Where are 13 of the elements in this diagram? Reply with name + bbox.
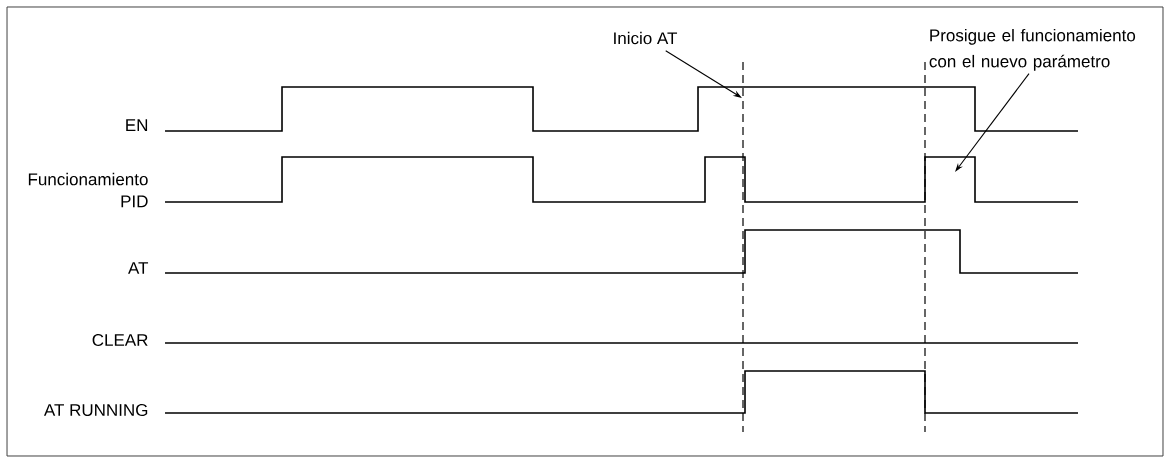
annotation-text: Inicio AT <box>614 31 678 45</box>
leader-line <box>955 73 1030 172</box>
signal-label: Funcionamiento PID <box>28 172 148 208</box>
signal-label: EN <box>126 119 148 131</box>
waveform <box>164 156 1079 203</box>
signal-label: AT RUNNING <box>43 403 148 416</box>
leader-line <box>665 50 742 98</box>
waveform <box>164 229 1079 274</box>
signal-label: AT <box>128 262 149 274</box>
signal-label: CLEAR <box>92 333 148 346</box>
waveform <box>164 86 1079 132</box>
waveform <box>164 370 1079 414</box>
annotation-text: Prosigue el funcionamiento con el nuevo parámetro <box>929 28 1136 71</box>
